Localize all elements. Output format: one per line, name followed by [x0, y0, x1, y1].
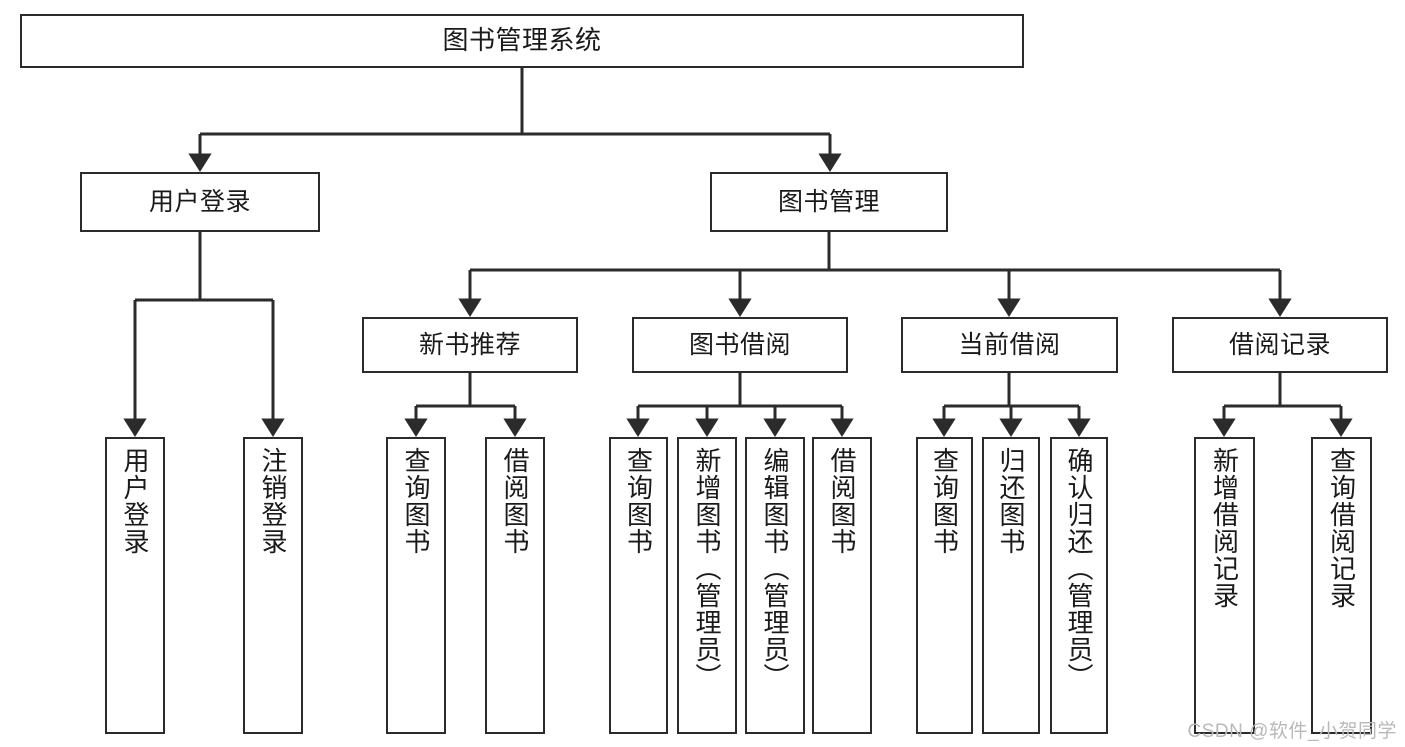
node-book-borrow-label: 图书借阅 [688, 330, 791, 359]
node-user-login[interactable]: 用户登录 [80, 172, 320, 232]
leaf-query-book-current[interactable]: 查询图书 [916, 437, 973, 734]
leaf-query-book-current-label: 查询图书 [929, 447, 960, 555]
node-new-book-recommend-label: 新书推荐 [418, 330, 521, 359]
node-borrow-record-label: 借阅记录 [1228, 330, 1331, 359]
leaf-query-borrow-record[interactable]: 查询借阅记录 [1311, 437, 1372, 734]
leaf-edit-book-admin-label: 编辑图书（管理员） [760, 447, 791, 690]
leaf-confirm-return-admin-label: 确认归还（管理员） [1064, 447, 1095, 690]
leaf-query-book-recommend[interactable]: 查询图书 [386, 437, 446, 734]
leaf-user-login-label: 用户登录 [120, 447, 151, 555]
leaf-add-borrow-record[interactable]: 新增借阅记录 [1194, 437, 1255, 734]
node-book-management[interactable]: 图书管理 [710, 172, 948, 232]
leaf-logout-label: 注销登录 [258, 447, 289, 555]
node-root-label: 图书管理系统 [442, 25, 602, 56]
node-new-book-recommend[interactable]: 新书推荐 [362, 317, 578, 373]
leaf-add-borrow-record-label: 新增借阅记录 [1209, 447, 1240, 609]
leaf-borrow-book-recommend[interactable]: 借阅图书 [485, 437, 545, 734]
leaf-add-book-admin-label: 新增图书（管理员） [692, 447, 723, 690]
csdn-watermark: CSDN @软件_小贺同学 [1187, 721, 1397, 742]
leaf-query-borrow-record-label: 查询借阅记录 [1326, 447, 1357, 609]
leaf-query-book-recommend-label: 查询图书 [401, 447, 432, 555]
leaf-return-book-label: 归还图书 [996, 447, 1027, 555]
node-user-login-label: 用户登录 [148, 187, 251, 216]
leaf-user-login[interactable]: 用户登录 [105, 437, 165, 734]
node-root[interactable]: 图书管理系统 [20, 14, 1024, 68]
node-current-borrow[interactable]: 当前借阅 [901, 317, 1118, 373]
leaf-logout[interactable]: 注销登录 [243, 437, 303, 734]
node-book-borrow[interactable]: 图书借阅 [632, 317, 848, 373]
leaf-confirm-return-admin[interactable]: 确认归还（管理员） [1050, 437, 1108, 734]
leaf-borrow-book-recommend-label: 借阅图书 [500, 447, 531, 555]
node-current-borrow-label: 当前借阅 [958, 330, 1061, 359]
node-book-management-label: 图书管理 [777, 187, 880, 216]
node-borrow-record[interactable]: 借阅记录 [1172, 317, 1388, 373]
leaf-borrow-book-label: 借阅图书 [827, 447, 858, 555]
leaf-add-book-admin[interactable]: 新增图书（管理员） [677, 437, 737, 734]
leaf-query-book-borrow-label: 查询图书 [623, 447, 654, 555]
leaf-return-book[interactable]: 归还图书 [982, 437, 1040, 734]
leaf-query-book-borrow[interactable]: 查询图书 [609, 437, 668, 734]
leaf-borrow-book[interactable]: 借阅图书 [812, 437, 872, 734]
leaf-edit-book-admin[interactable]: 编辑图书（管理员） [745, 437, 805, 734]
